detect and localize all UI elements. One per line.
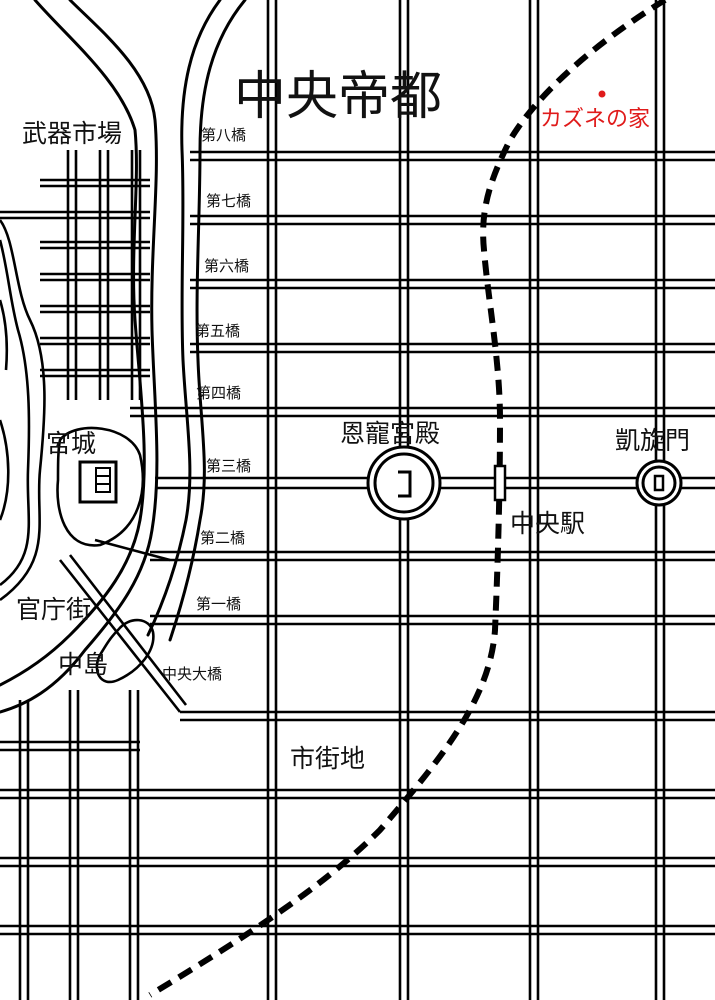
landmark-arch: 凱旋門	[615, 426, 690, 455]
district-nakajima: 中島	[58, 650, 108, 679]
southwest-grid	[0, 690, 140, 1000]
castle-icon	[78, 460, 118, 504]
bridge-label: 第三橋	[206, 457, 251, 475]
district-castle: 宮城	[46, 429, 96, 458]
weapons-market-grid	[0, 150, 150, 400]
bridge-label: 中央大橋	[162, 665, 222, 683]
station-icon	[493, 464, 507, 502]
bridge-label: 第七橋	[206, 192, 251, 210]
district-downtown: 市街地	[290, 744, 365, 773]
bridge-label: 第一橋	[196, 595, 241, 613]
arch-roundabout	[635, 459, 683, 507]
home-marker-icon[interactable]	[598, 90, 606, 98]
palace-icon	[398, 470, 412, 498]
bridge-label: 第四橋	[196, 384, 241, 402]
river	[0, 0, 247, 714]
bridge-label: 第六橋	[204, 257, 249, 275]
palace-roundabout	[366, 445, 442, 521]
castle-island-contours	[0, 219, 144, 602]
district-government-street: 官庁街	[16, 595, 91, 624]
nakajima-island	[95, 618, 155, 684]
map-title: 中央帝都	[234, 67, 442, 127]
bridge-label: 第二橋	[200, 529, 245, 547]
arch-icon	[653, 474, 665, 492]
home-marker-label[interactable]: カズネの家	[540, 107, 650, 132]
landmark-station: 中央駅	[510, 509, 585, 538]
district-weapons-market: 武器市場	[22, 119, 122, 148]
landmark-palace: 恩寵宮殿	[340, 419, 440, 448]
bridge-label: 第八橋	[201, 126, 246, 144]
bridge-label: 第五橋	[195, 322, 240, 340]
railway-line	[148, 0, 667, 998]
